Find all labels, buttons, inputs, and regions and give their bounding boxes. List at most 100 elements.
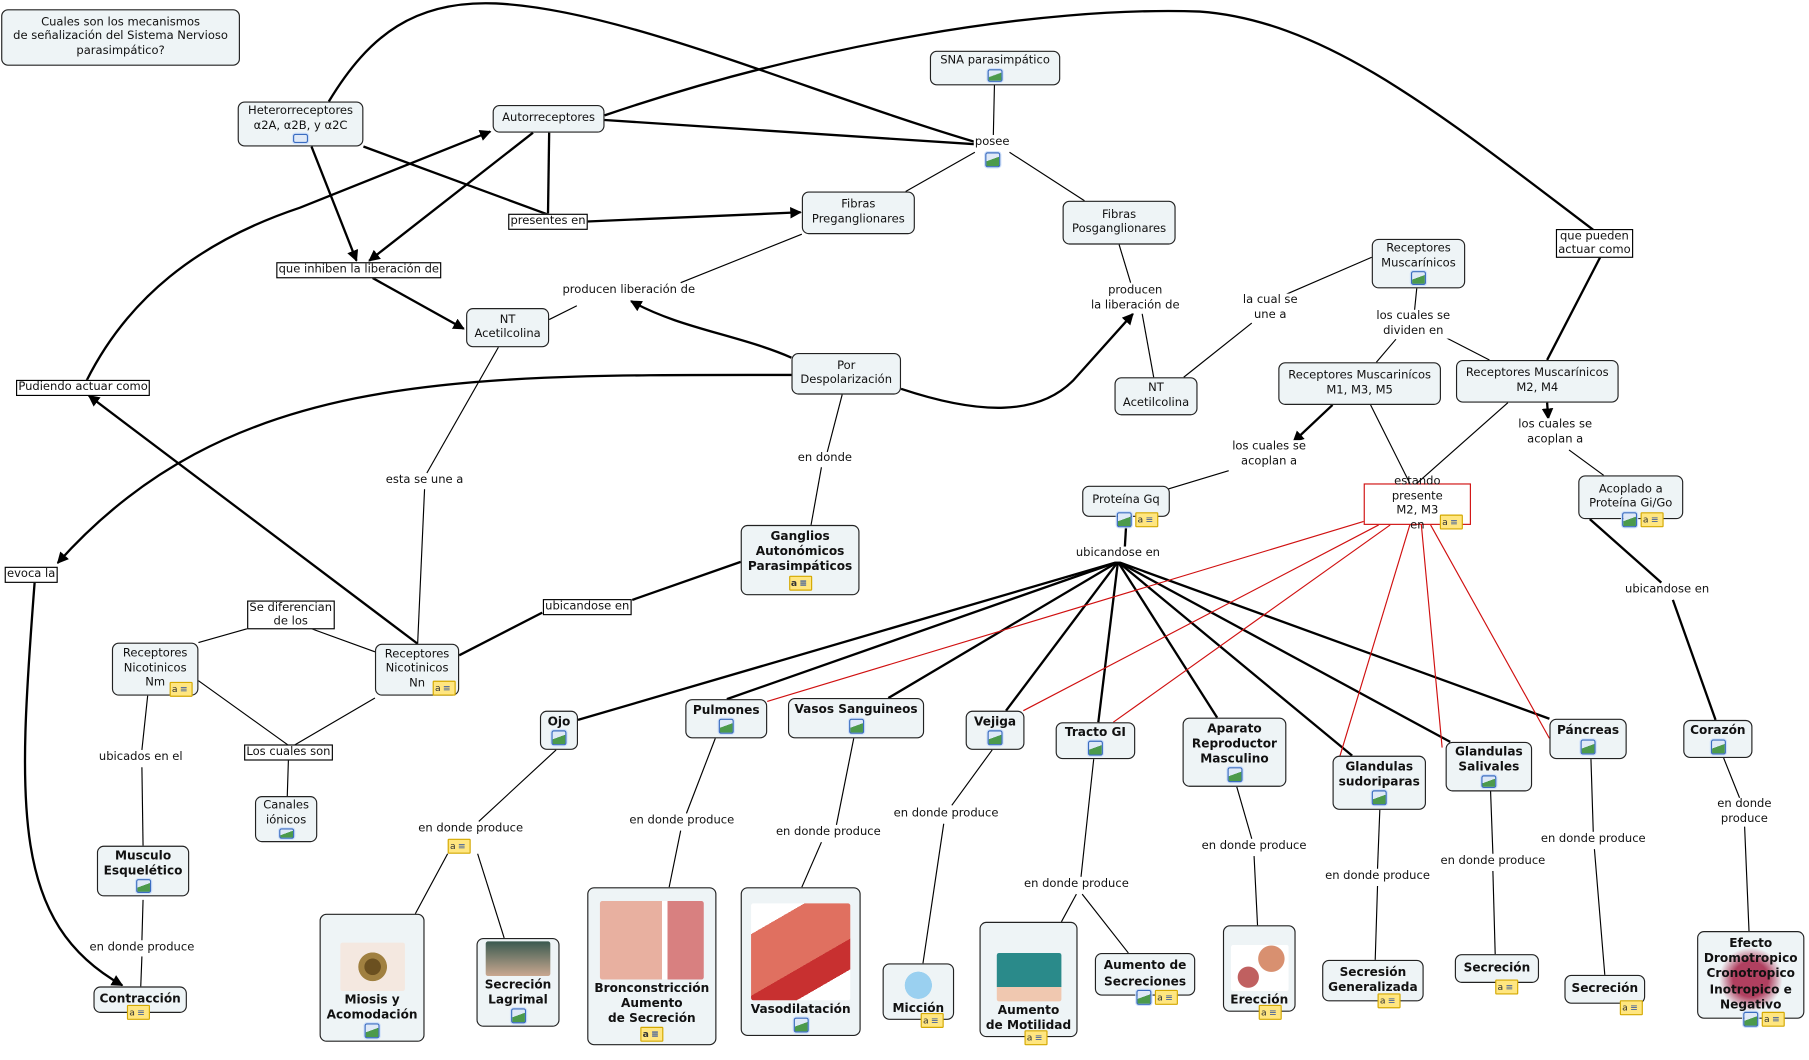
image-icon[interactable]	[1087, 740, 1103, 756]
image-icon[interactable]	[1116, 512, 1132, 528]
note-icon[interactable]: a	[788, 575, 812, 591]
sec-generalizada-node[interactable]: Secresión Generalizada	[1322, 959, 1424, 1002]
image-icon[interactable]	[135, 879, 151, 893]
note-icon[interactable]: a	[1024, 1030, 1048, 1046]
note-icon[interactable]: a	[447, 838, 471, 854]
heteroreceptors-node[interactable]: Heterorreceptores α2A, α2B, y α2C	[237, 101, 364, 147]
note-icon[interactable]: a	[1258, 1004, 1282, 1020]
image-icon[interactable]	[987, 68, 1003, 82]
note-icon[interactable]: a	[1135, 512, 1159, 528]
corazon-node[interactable]: Corazón	[1683, 719, 1753, 758]
question-node[interactable]: Cuales son los mecanismos de señalizació…	[1, 9, 240, 66]
link-posee[interactable]: posee	[973, 135, 1011, 151]
link-en-donde[interactable]: en donde	[796, 451, 854, 467]
link-ubicandose-en[interactable]: ubicandose en	[542, 599, 632, 615]
sna-node[interactable]: SNA parasimpático	[929, 50, 1061, 86]
link-se-dividen[interactable]: los cuales se dividen en	[1375, 309, 1452, 339]
motilidad-node[interactable]: Aumento de Motilidad	[979, 921, 1078, 1038]
link-en-donde-produce[interactable]: en donde produce	[1200, 839, 1308, 855]
link-en-donde-produce[interactable]: en donde produce	[1022, 877, 1130, 893]
concept-map-icon[interactable]	[293, 133, 309, 144]
miosis-node[interactable]: Miosis y Acomodación	[319, 913, 425, 1042]
note-icon[interactable]: a	[1640, 512, 1664, 528]
note-icon[interactable]: a	[169, 681, 193, 697]
secrecion-salivales-node[interactable]: Secreción	[1454, 954, 1540, 983]
image-icon[interactable]	[1410, 271, 1426, 285]
image-icon[interactable]	[848, 718, 864, 734]
acoplado-gi-node[interactable]: Acoplado a Proteína Gi/Go	[1578, 475, 1684, 520]
link-se-acoplan-gq[interactable]: los cuales se acoplan a	[1231, 440, 1308, 469]
image-icon[interactable]	[1622, 512, 1638, 528]
ereccion-node[interactable]: Erección	[1222, 925, 1296, 1012]
secrecion-pancreas-node[interactable]: Secreción	[1564, 974, 1646, 1004]
note-icon[interactable]: a	[126, 1004, 150, 1020]
note-icon[interactable]: a	[1495, 979, 1519, 995]
image-icon[interactable]	[1743, 1011, 1759, 1027]
vejiga-node[interactable]: Vejiga	[965, 710, 1025, 750]
note-icon[interactable]: a	[1619, 1000, 1643, 1016]
note-icon[interactable]: a	[1439, 514, 1463, 530]
link-en-donde-produce[interactable]: en donde produce	[417, 822, 525, 837]
link-en-donde-produce[interactable]: en donde produce	[628, 814, 736, 829]
miccion-node[interactable]: Micción	[882, 963, 955, 1020]
tracto-gi-node[interactable]: Tracto GI	[1055, 722, 1136, 760]
image-icon[interactable]	[510, 1008, 526, 1024]
link-en-donde-produce[interactable]: en donde produce	[1539, 832, 1647, 848]
pancreas-node[interactable]: Páncreas	[1549, 718, 1627, 760]
image-icon[interactable]	[718, 718, 734, 734]
link-en-donde-produce[interactable]: en donde produce	[88, 941, 196, 956]
link-se-diferencian[interactable]: Se diferencian de los	[247, 600, 335, 630]
note-icon[interactable]: a	[1761, 1011, 1785, 1027]
link-en-donde-produce[interactable]: en donde produce	[1439, 854, 1547, 870]
rec-musc-node[interactable]: Receptores Muscarínicos	[1371, 238, 1466, 289]
link-ubicandose-en-gi[interactable]: ubicandose en	[1623, 583, 1711, 598]
lagrimal-node[interactable]: Secreción Lagrimal	[476, 937, 560, 1027]
link-que-inhiben[interactable]: que inhiben la liberación de	[276, 262, 442, 278]
link-ubicandose-en-gq[interactable]: ubicandose en	[1074, 546, 1162, 561]
fibras-pre-node[interactable]: Fibras Preganglionares	[801, 191, 915, 235]
gl-salivales-node[interactable]: Glandulas Salivales	[1445, 741, 1533, 792]
link-ubicados-en-el[interactable]: ubicados en el	[97, 750, 184, 766]
link-en-donde-produce[interactable]: en donde produce	[892, 807, 1000, 822]
efecto-node[interactable]: Efecto Dromotropico Cronotropico Inotrop…	[1697, 931, 1805, 1019]
aparato-node[interactable]: Aparato Reproductor Masculino	[1182, 717, 1287, 787]
rm-m2m4-node[interactable]: Receptores Muscarínicos M2, M4	[1455, 359, 1619, 403]
image-icon[interactable]	[985, 152, 1001, 168]
link-los-cuales-son[interactable]: Los cuales son	[244, 744, 333, 760]
link-en-donde-produce[interactable]: en donde produce	[774, 825, 882, 841]
link-en-donde-produce[interactable]: en donde produce	[1323, 869, 1432, 885]
gl-sudoriparas-node[interactable]: Glandulas sudoriparas	[1332, 755, 1426, 810]
por-despolarizacion-node[interactable]: Por Despolarización	[791, 353, 902, 395]
vasos-node[interactable]: Vasos Sanguineos	[787, 697, 925, 739]
link-producen-liberacion[interactable]: producen liberación de	[561, 283, 697, 298]
link-pudiendo-actuar[interactable]: Pudiendo actuar como	[16, 379, 151, 396]
image-icon[interactable]	[1136, 989, 1152, 1005]
canales-node[interactable]: Canales iónicos	[254, 796, 318, 843]
link-que-pueden[interactable]: que pueden actuar como	[1555, 229, 1633, 258]
note-icon[interactable]: a	[920, 1012, 944, 1028]
note-icon[interactable]: a	[640, 1026, 664, 1042]
autoreceptors-node[interactable]: Autorreceptores	[492, 104, 605, 133]
vasodilatacion-node[interactable]: Vasodilatación	[740, 887, 861, 1037]
image-icon[interactable]	[1481, 775, 1497, 788]
pulmones-node[interactable]: Pulmones	[685, 699, 768, 739]
image-icon[interactable]	[1226, 767, 1242, 783]
rm-m1m3m5-node[interactable]: Receptores Muscarinícos M1, M3, M5	[1278, 362, 1441, 405]
nt-acetilcolina-2-node[interactable]: NT Acetilcolina	[1114, 377, 1198, 416]
note-icon[interactable]: a	[432, 680, 456, 696]
link-en-donde-produce[interactable]: en donde produce	[1712, 797, 1777, 827]
image-icon[interactable]	[551, 730, 567, 746]
link-producen-la-liberacion[interactable]: producen la liberación de	[1089, 284, 1181, 314]
ojo-node[interactable]: Ojo	[539, 710, 579, 750]
link-evoca-la[interactable]: evoca la	[4, 566, 58, 583]
fibras-pos-node[interactable]: Fibras Posganglionares	[1062, 200, 1176, 245]
image-icon[interactable]	[1371, 790, 1387, 806]
link-presentes-en[interactable]: presentes en	[508, 213, 588, 230]
link-se-acoplan-gi[interactable]: los cuales se acoplan a	[1517, 418, 1594, 448]
note-icon[interactable]: a	[1377, 993, 1401, 1009]
nt-acetilcolina-node[interactable]: NT Acetilcolina	[466, 308, 550, 348]
musculo-node[interactable]: Musculo Esquelético	[96, 845, 190, 897]
image-icon[interactable]	[364, 1023, 380, 1039]
